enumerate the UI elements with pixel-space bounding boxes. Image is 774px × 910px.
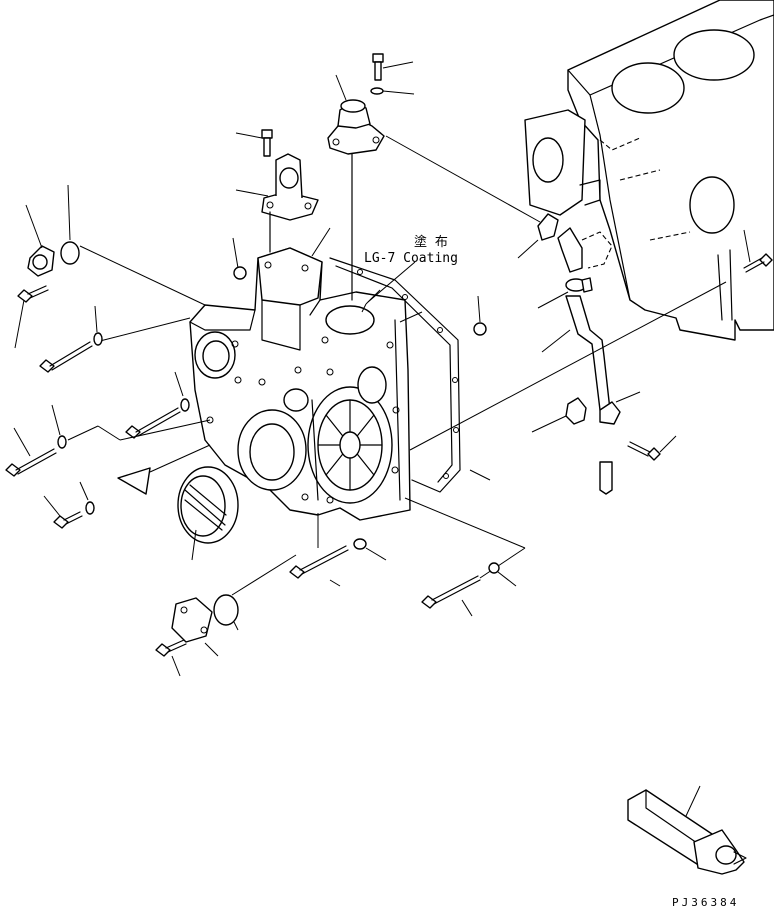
installation-tool — [628, 786, 746, 874]
leader-washer-left-4 — [80, 482, 88, 500]
leader-bolt-left-3 — [14, 428, 30, 456]
coating-arrow — [362, 304, 366, 312]
bolt-left-4 — [54, 512, 82, 528]
long-bolt-bottom-1 — [290, 513, 348, 586]
gasket — [330, 258, 460, 492]
pipe-clip — [600, 392, 640, 424]
leader-washer-left-2 — [175, 372, 183, 396]
breather-cap — [328, 100, 384, 300]
cover-plate — [172, 598, 218, 656]
rubber-grommet — [532, 398, 586, 432]
front-oil-seal — [178, 467, 238, 560]
leader-coating-note — [368, 262, 415, 302]
small-bracket — [118, 445, 210, 494]
leader-washer-left-3 — [52, 405, 60, 435]
leader-gasket — [470, 470, 490, 480]
bolt-left-2 — [126, 408, 180, 438]
washer-bottom-1 — [354, 539, 386, 560]
hose-clamp-upper — [386, 136, 558, 258]
leader-bolt-left-4 — [44, 496, 60, 516]
washer-top-cap — [371, 88, 414, 94]
bolt-left-3 — [6, 420, 210, 476]
bolt-left-1 — [40, 318, 190, 372]
washer-left-2 — [181, 399, 189, 411]
plug-right — [474, 296, 486, 335]
washer-left-1 — [94, 333, 102, 345]
leader-breather-cap — [336, 75, 346, 100]
lifting-bracket — [262, 154, 318, 252]
o-ring-upper-left — [61, 185, 205, 305]
leader-washer-left-1 — [95, 306, 97, 332]
leader-lifting-bracket — [236, 190, 268, 196]
washer-left-4 — [86, 502, 94, 514]
washer-left-3 — [58, 436, 66, 448]
sensor-upper-left — [26, 205, 54, 276]
drain-tube-end — [600, 462, 612, 494]
long-bolt-bottom-2 — [405, 498, 525, 616]
leader-gasket-upper — [400, 312, 422, 322]
bolt-bracket — [236, 130, 272, 156]
hose-clamp-lower — [538, 278, 592, 308]
coating-annotation-jp: 塗 布 — [414, 234, 448, 250]
engine-block — [525, 0, 774, 340]
plug-upper — [233, 238, 246, 279]
figure-code: PJ36384 — [672, 896, 739, 909]
washer-bottom-2 — [489, 563, 516, 586]
bolt-block-right — [744, 230, 772, 272]
bolt-cover — [156, 640, 186, 676]
cover-gasket — [214, 555, 296, 630]
bolt-upper-left — [15, 286, 48, 348]
breather-hose-upper — [558, 228, 612, 272]
breather-pipe — [542, 296, 610, 410]
leader-tower — [312, 228, 330, 256]
bolt-pipe-clip — [628, 436, 676, 460]
bolt-top-cap — [373, 54, 413, 80]
leader-case-block — [410, 282, 726, 450]
coating-annotation-en: LG-7 Coating — [364, 251, 458, 266]
timing-gear-case — [190, 248, 410, 520]
